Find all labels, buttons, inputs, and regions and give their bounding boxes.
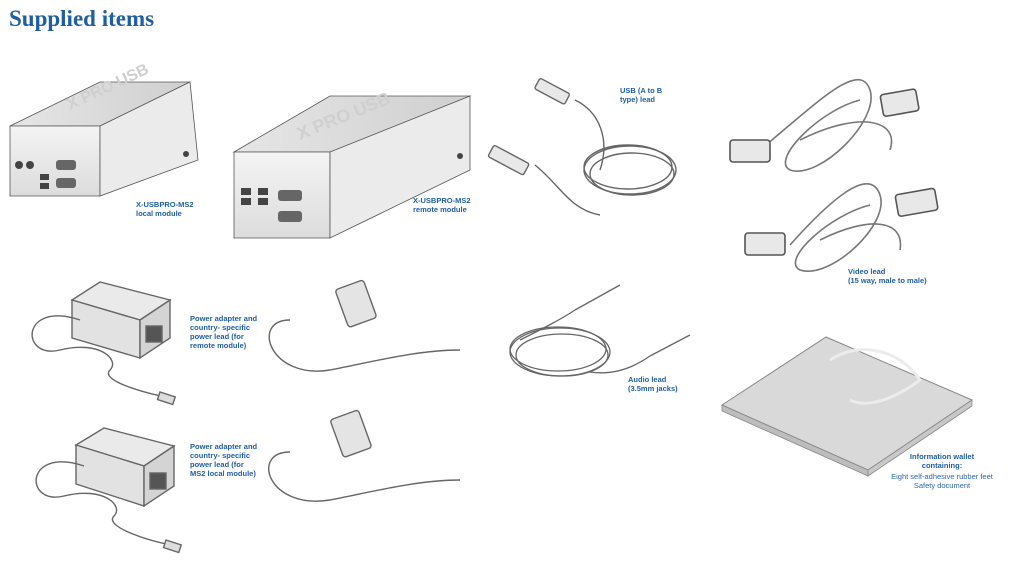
caption-line: remote module) [190, 341, 247, 350]
caption-line: type) lead [620, 95, 656, 104]
caption-line: USB (A to B [620, 86, 663, 95]
caption-subline: Eight self-adhesive rubber feet [891, 472, 993, 481]
video-lead-illustration [729, 78, 939, 272]
caption-local-module: X-USBPRO-MS2 local module [136, 200, 194, 218]
caption-usb-lead: USB (A to B type) lead [620, 86, 662, 104]
caption-audio-lead: Audio lead (3.5mm jacks) [628, 375, 678, 393]
caption-subline: Safety document [913, 481, 971, 490]
caption-line: Audio lead [628, 375, 667, 384]
caption-line: (3.5mm jacks) [628, 384, 678, 393]
caption-video-lead: Video lead (15 way, male to male) [848, 267, 927, 285]
local-module-illustration: X PRO USB [9, 61, 199, 197]
caption-line: local module [136, 209, 182, 218]
caption-line: power lead (for [190, 460, 244, 469]
audio-lead-illustration [509, 284, 691, 377]
caption-line: X-USBPRO-MS2 [136, 200, 194, 209]
caption-line: Video lead [848, 267, 886, 276]
caption-line: Power adapter and [190, 442, 258, 451]
info-wallet-illustration [720, 336, 974, 477]
power-adapter-local-illustration [35, 409, 461, 554]
caption-line: power lead (for [190, 332, 244, 341]
caption-line: remote module [413, 205, 467, 214]
caption-line: X-USBPRO-MS2 [413, 196, 471, 205]
caption-line: country- specific [190, 323, 251, 332]
caption-line: Power adapter and [190, 314, 258, 323]
caption-info-wallet: Information wallet containing: Eight sel… [872, 452, 1009, 490]
page-title: Supplied items [9, 6, 155, 31]
caption-line: (15 way, male to male) [848, 276, 927, 285]
caption-power-remote: Power adapter and country- specific powe… [190, 314, 257, 350]
power-adapter-remote-illustration [31, 279, 461, 406]
caption-line: Information wallet [909, 452, 975, 461]
caption-power-local: Power adapter and country- specific powe… [190, 442, 257, 478]
caption-line: country- specific [190, 451, 251, 460]
usb-lead-illustration [487, 78, 677, 216]
caption-line: containing: [921, 461, 963, 470]
remote-module-illustration: X PRO USB [232, 88, 472, 239]
caption-line: MS2 local module) [190, 469, 256, 478]
caption-remote-module: X-USBPRO-MS2 remote module [413, 196, 471, 214]
